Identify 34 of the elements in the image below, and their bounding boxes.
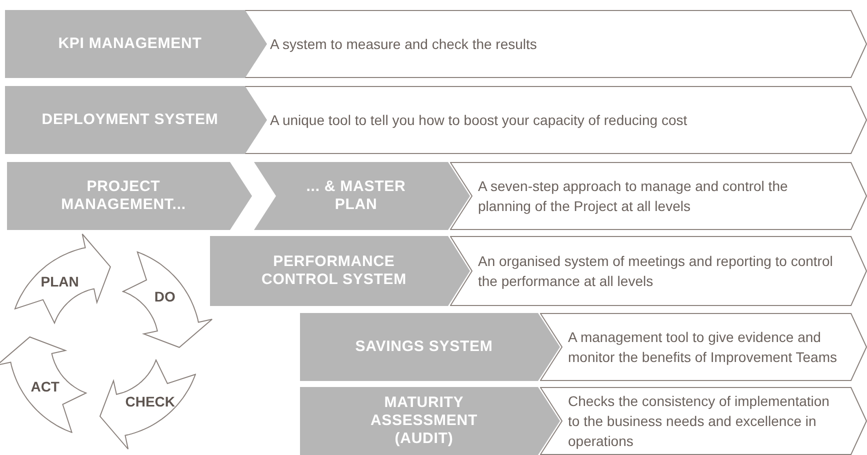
chevron-title (5, 86, 267, 154)
cycle-label: ACT (30, 378, 60, 397)
description-arrow (242, 86, 867, 154)
description-arrow (450, 236, 867, 306)
chevron-label: DEPLOYMENT SYSTEM (42, 111, 218, 129)
cycle-arrow-segment (14, 233, 112, 325)
chevron-label: PROJECT MANAGEMENT... (60, 178, 187, 214)
description-text: A seven-step approach to manage and control the planning of the Project at all levels (478, 177, 789, 216)
chevron-title (300, 387, 560, 455)
description-text: A unique tool to tell you how to boost your capacity of reducing cost (270, 111, 688, 130)
description-arrow (450, 162, 867, 230)
cycle-arrow-segment (122, 250, 214, 348)
cycle-label: PLAN (40, 272, 79, 292)
description-arrow (242, 10, 867, 78)
cycle-arrow-segment (0, 336, 88, 434)
description-arrow (540, 387, 867, 455)
description-text: A system to measure and check the results (270, 35, 537, 54)
description-arrow (540, 313, 867, 381)
description-text: Checks the consistency of implementation to the business needs and excellence in operations (568, 392, 830, 451)
cycle-label: CHECK (125, 392, 176, 412)
cycle-label: DO (154, 287, 176, 306)
chevron-label: PERFORMANCE CONTROL SYSTEM (260, 253, 408, 289)
chevron-label: SAVINGS SYSTEM (355, 338, 493, 356)
description-text: An organised system of meetings and reporting to control the performance at all levels (478, 252, 834, 291)
chevron-title (5, 10, 267, 78)
chevron-label: KPI MANAGEMENT (58, 35, 202, 53)
chevron-label: ... & MASTER PLAN (305, 178, 407, 214)
chevron-label: MATURITY ASSESSMENT (AUDIT) (369, 394, 479, 448)
description-text: A management tool to give evidence and monitor the benefits of Improvement Teams (568, 328, 838, 367)
chevron-title (7, 162, 252, 230)
chevron-title (254, 162, 470, 230)
chevron-title (210, 236, 470, 306)
cycle-arrow-segment (98, 359, 196, 451)
chevron-title (300, 313, 560, 381)
